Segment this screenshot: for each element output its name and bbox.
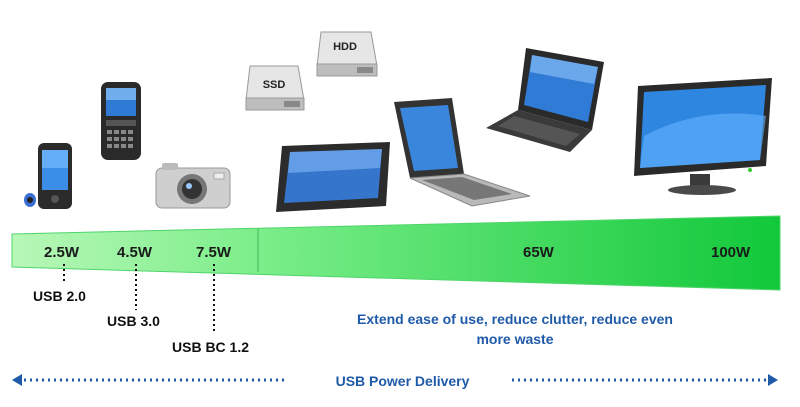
usb-connectors bbox=[63, 264, 215, 334]
power-bar bbox=[11, 215, 781, 291]
usb-spec-3-0: USB 3.0 bbox=[107, 313, 160, 329]
camera-icon bbox=[155, 163, 231, 209]
ultrabook-icon bbox=[394, 98, 531, 207]
watt-label-65w: 65W bbox=[523, 244, 554, 261]
usb-spec-2-0: USB 2.0 bbox=[33, 288, 86, 304]
mp3-player-icon bbox=[24, 143, 72, 209]
left-arrow-icon bbox=[12, 374, 288, 386]
usb-spec-bc-1-2: USB BC 1.2 bbox=[172, 339, 250, 355]
laptop-icon bbox=[486, 48, 604, 152]
watt-label-100w: 100W bbox=[711, 244, 751, 261]
right-arrow-icon bbox=[512, 374, 778, 386]
ssd-drive-icon: SSD bbox=[245, 65, 305, 111]
tablet-icon bbox=[276, 142, 390, 212]
hdd-drive-icon: HDD bbox=[316, 31, 378, 77]
watt-label-2-5w: 2.5W bbox=[44, 244, 80, 261]
monitor-icon bbox=[634, 78, 772, 195]
ssd-label: SSD bbox=[263, 79, 286, 91]
smartphone-icon bbox=[101, 82, 141, 160]
watt-label-7-5w: 7.5W bbox=[196, 244, 232, 261]
hdd-label: HDD bbox=[333, 41, 357, 53]
footer-label: USB Power Delivery bbox=[335, 373, 470, 389]
message-line-2: more waste bbox=[476, 331, 554, 347]
watt-label-4-5w: 4.5W bbox=[117, 244, 153, 261]
message-line-1: Extend ease of use, reduce clutter, redu… bbox=[357, 311, 673, 327]
